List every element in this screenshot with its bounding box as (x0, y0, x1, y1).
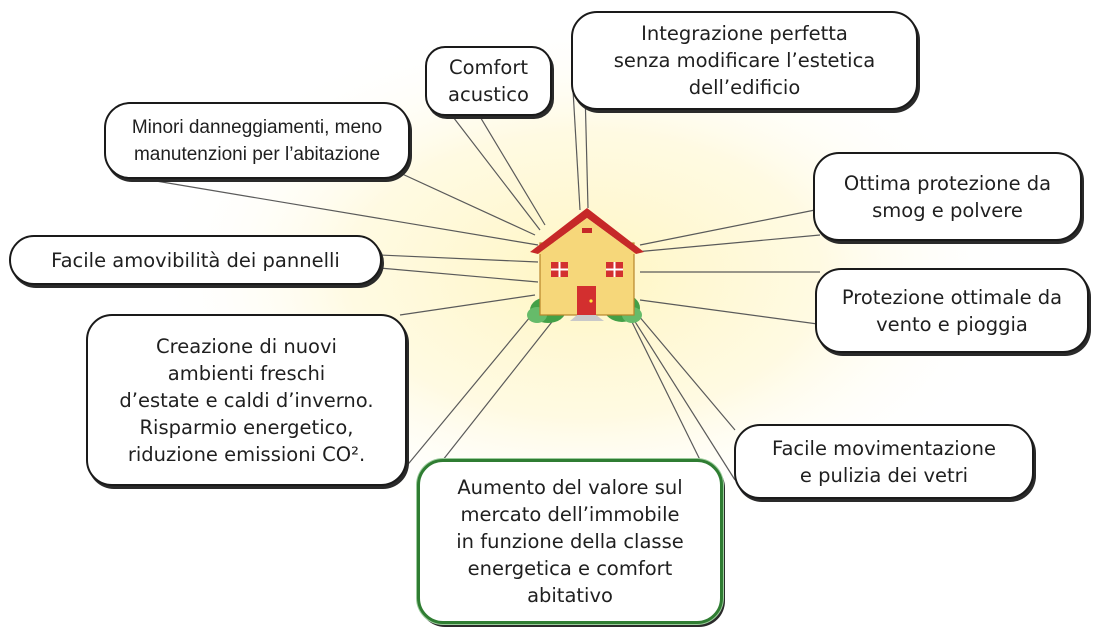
ray-movimentazione (637, 314, 736, 431)
ray-comfort (439, 99, 541, 231)
ray-valore (631, 321, 706, 471)
benefit-vento: Protezione ottimale da vento e pioggia (815, 268, 1089, 353)
benefit-smog: Ottima protezione da smog e polvere (813, 152, 1082, 241)
benefit-movimentazione: Facile movimentazione e pulizia dei vetr… (734, 424, 1034, 499)
ray-integrazione (572, 89, 581, 211)
ray-comfort (469, 99, 546, 226)
ray-movimentazione (633, 319, 736, 481)
benefit-valore: Aumento del valore sul mercato dell’immo… (417, 459, 723, 624)
ray-smog (634, 234, 821, 253)
benefit-integrazione: Integrazione perfetta senza modificare l… (571, 11, 918, 110)
ray-amovibilita (379, 267, 539, 283)
benefit-ambienti: Creazione di nuovi ambienti freschi d’es… (86, 314, 407, 486)
ray-ambienti (394, 304, 541, 481)
benefit-danneggiamenti: Minori danneggiamenti, meno manutenzioni… (104, 102, 410, 179)
benefit-comfort-acustico: Comfort acustico (425, 46, 552, 116)
ray-amovibilita (379, 254, 539, 263)
ray-ambienti (399, 294, 536, 316)
house-icon (527, 208, 644, 323)
benefit-amovibilita: Facile amovibilità dei pannelli (9, 235, 382, 285)
ray-danneggiamenti (149, 179, 539, 246)
ray-integrazione (584, 89, 589, 209)
ray-smog (639, 209, 816, 246)
ray-valore (434, 317, 556, 471)
